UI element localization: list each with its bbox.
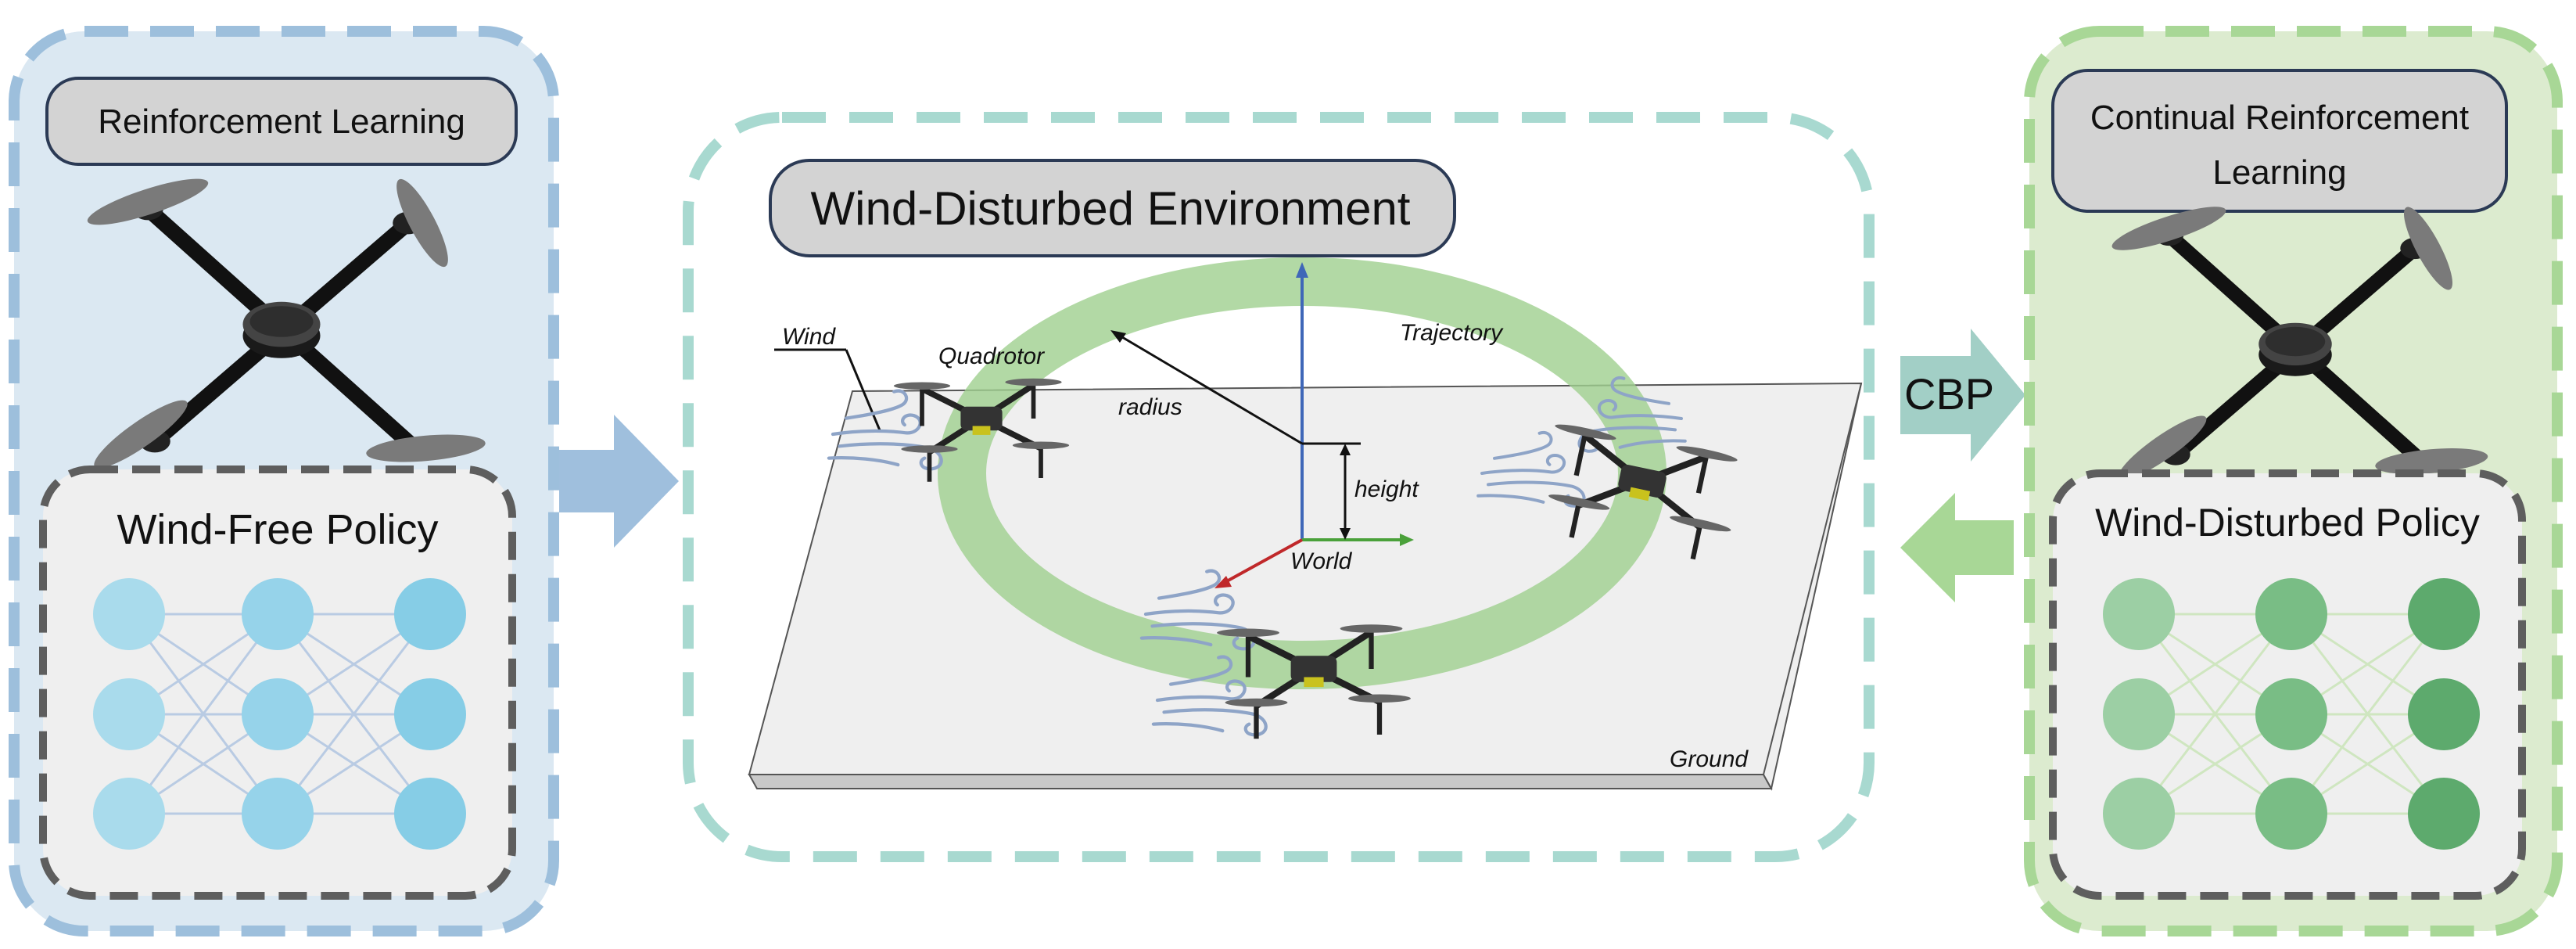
cbp-label: CBP bbox=[1904, 369, 1994, 419]
left-panel: Reinforcement Learning Wind-Free Policy bbox=[9, 26, 559, 936]
ground-label: Ground bbox=[1670, 746, 1749, 772]
center-header-label: Wind-Disturbed Environment bbox=[811, 182, 1411, 235]
radius-label: radius bbox=[1118, 394, 1182, 420]
neural-network-icon bbox=[2103, 578, 2480, 850]
arrow-right-icon bbox=[559, 415, 679, 548]
neural-network-icon bbox=[93, 578, 466, 850]
wind-free-policy-title: Wind-Free Policy bbox=[117, 506, 438, 553]
center-panel: Wind-Disturbed Environment Ground Trajec… bbox=[683, 112, 1875, 862]
ground-plane: Ground bbox=[748, 382, 1863, 791]
arrow-left-icon bbox=[1900, 493, 2014, 602]
right-header-box: Continual Reinforcement Learning bbox=[2051, 69, 2508, 213]
height-label: height bbox=[1354, 476, 1419, 502]
wind-disturbed-policy-box: Wind-Disturbed Policy bbox=[2049, 469, 2526, 900]
wind-free-policy-box: Wind-Free Policy bbox=[39, 466, 516, 900]
wind-disturbed-policy-title: Wind-Disturbed Policy bbox=[2095, 501, 2480, 545]
wind-label: Wind bbox=[782, 324, 836, 350]
cbp-arrow: CBP bbox=[1900, 329, 2025, 462]
radius-height-markers: radius height bbox=[1110, 330, 1419, 540]
wind-annotation: Wind bbox=[774, 324, 881, 431]
right-header-line1: Continual Reinforcement bbox=[2090, 99, 2469, 137]
left-header-box: Reinforcement Learning bbox=[45, 77, 518, 166]
left-header-label: Reinforcement Learning bbox=[98, 102, 465, 141]
center-header-box: Wind-Disturbed Environment bbox=[769, 159, 1456, 257]
world-label: World bbox=[1290, 548, 1353, 574]
world-frame: World bbox=[1214, 262, 1414, 588]
arrow-right-icon bbox=[1900, 329, 2025, 462]
right-panel: Continual Reinforcement Learning Wind-Di… bbox=[2024, 26, 2563, 936]
trajectory-label: Trajectory bbox=[1400, 320, 1504, 346]
right-header-line2: Learning bbox=[2212, 153, 2346, 192]
quadrotor-label: Quadrotor bbox=[938, 343, 1045, 369]
